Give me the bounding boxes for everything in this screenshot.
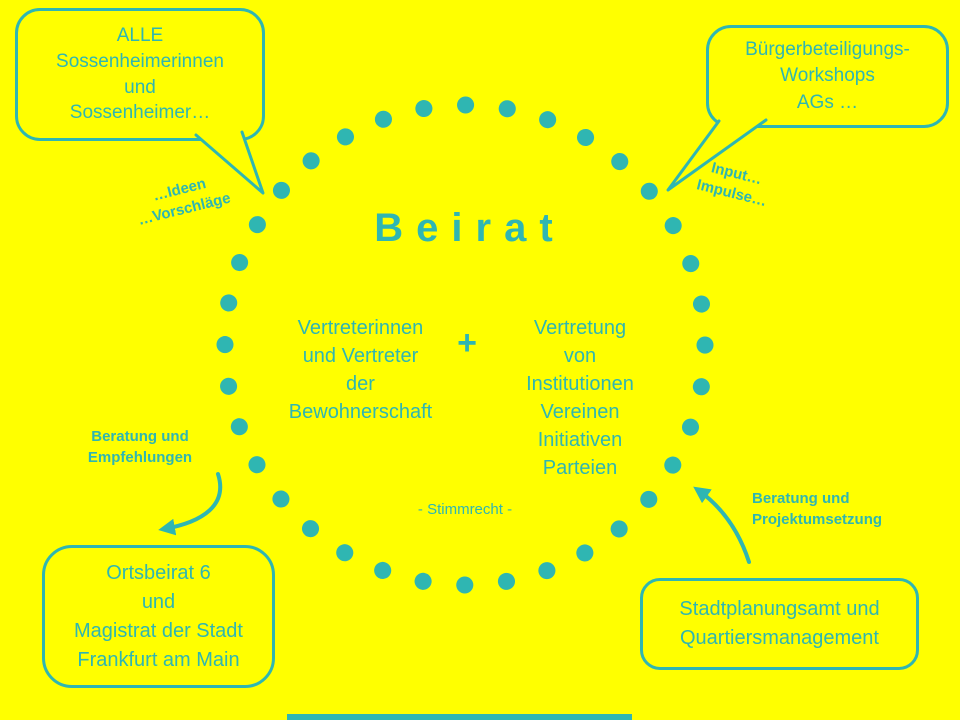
residents-group: Vertreterinnen und Vertreter der Bewohne… [268, 314, 453, 426]
plus-sign: + [457, 324, 477, 362]
group-line: Initiativen [537, 429, 623, 451]
box-stadtplanungsamt: Stadtplanungsamt und Quartiersmanagement [640, 578, 919, 670]
bubble-all-residents: ALLE Sossenheimerinnen und Sossenheimer… [15, 8, 265, 141]
box-line: Quartiersmanagement [680, 627, 879, 649]
bubble-line: und [124, 76, 156, 98]
box-ortsbeirat-magistrat: Ortsbeirat 6 und Magistrat der Stadt Fra… [42, 545, 275, 688]
bubble-participation-workshops: Bürgerbeteiligungs- Workshops AGs … [706, 25, 949, 128]
group-line: Vereinen [540, 401, 620, 423]
box-line: Magistrat der Stadt [74, 619, 243, 642]
box-line: Stadtplanungsamt und [679, 598, 880, 620]
bubble-line: Bürgerbeteiligungs- [745, 38, 910, 60]
group-line: von [563, 345, 597, 367]
center-title: Beirat [374, 206, 566, 250]
bubble-line: AGs … [796, 91, 859, 113]
box-line: Frankfurt am Main [77, 648, 240, 671]
group-line: Bewohnerschaft [288, 401, 433, 423]
institutions-group: Vertretung von Institutionen Vereinen In… [494, 314, 666, 482]
bubble-line: Workshops [780, 65, 875, 87]
box-line: und [141, 590, 176, 613]
advice-left-arrow [158, 472, 223, 536]
group-line: Parteien [542, 457, 618, 479]
label-line: Beratung und [91, 428, 189, 445]
label-line: Empfehlungen [87, 449, 193, 466]
bubble-line: ALLE [116, 25, 164, 47]
box-line: Ortsbeirat 6 [106, 561, 211, 584]
input-annotation: Input… Impulse… [675, 151, 793, 217]
advice-right-label: Beratung und Projektumsetzung [752, 488, 927, 530]
group-line: Vertretung [533, 317, 627, 339]
voting-note: - Stimmrecht - [417, 501, 513, 518]
group-line: Vertreterinnen [297, 317, 424, 339]
label-line: Beratung und [752, 490, 850, 507]
advice-left-label: Beratung und Empfehlungen [70, 426, 210, 468]
label-line: Projektumsetzung [752, 511, 883, 528]
bubble-line: Sossenheimer… [69, 102, 211, 124]
group-line: Institutionen [526, 373, 634, 395]
group-line: und Vertreter [302, 345, 419, 367]
ideas-annotation: …Ideen …Vorschläge [113, 165, 251, 236]
group-line: der [346, 373, 375, 395]
advice-right-arrow [693, 486, 751, 564]
bubble-line: Sossenheimerinnen [56, 50, 224, 72]
bottom-strip [287, 714, 632, 720]
